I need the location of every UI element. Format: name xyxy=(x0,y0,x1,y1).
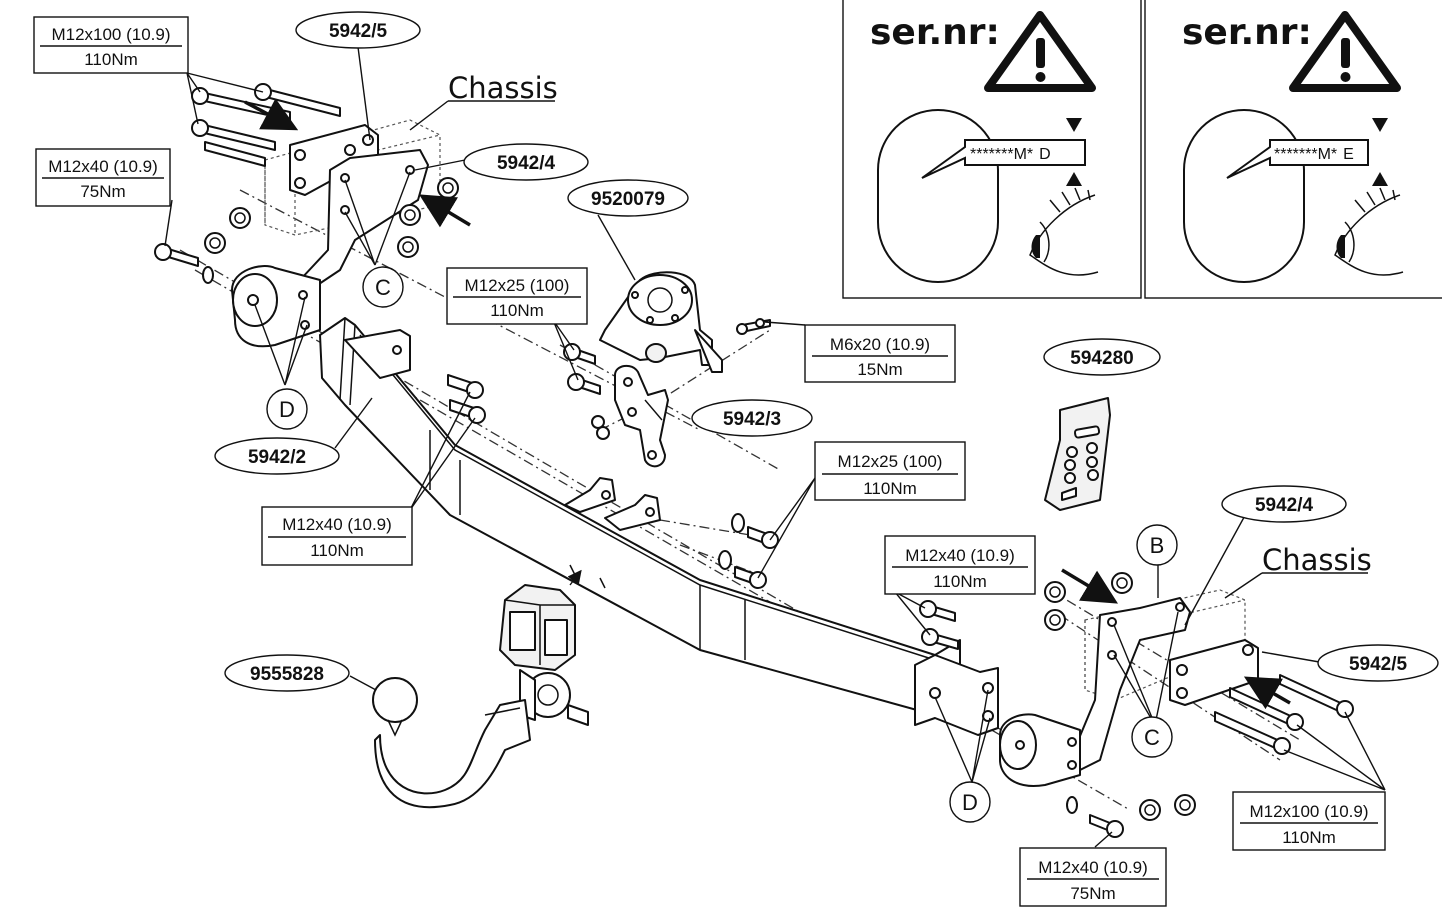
svg-text:110Nm: 110Nm xyxy=(310,541,364,560)
serial-label-left: ser.nr: xyxy=(870,12,1000,53)
electrical-kit-594280 xyxy=(1044,397,1111,511)
svg-text:M12x100 (10.9): M12x100 (10.9) xyxy=(1249,802,1368,821)
callout-text: 594280 xyxy=(1070,348,1133,369)
towball-socket-outline xyxy=(877,109,999,283)
nuts-right xyxy=(1044,572,1196,821)
bracket-5942-4-left xyxy=(299,149,429,291)
callout-text: 5942/2 xyxy=(248,447,306,468)
warning-triangle-icon xyxy=(984,11,1096,92)
nuts-left xyxy=(202,177,459,284)
spec-box-m12x25-lower: M12x25 (100) 110Nm xyxy=(814,441,966,501)
svg-text:M12x25 (100): M12x25 (100) xyxy=(838,452,943,471)
bolt-m6x20 xyxy=(736,318,771,335)
spec-box-m12x25-upper: M12x25 (100) 110Nm xyxy=(446,267,588,325)
svg-text:110Nm: 110Nm xyxy=(863,479,917,498)
svg-text:M12x40 (10.9): M12x40 (10.9) xyxy=(905,546,1015,565)
chassis-label-right: Chassis xyxy=(1262,543,1372,577)
svg-text:D: D xyxy=(279,397,295,422)
callout-text: 9555828 xyxy=(250,664,324,685)
serial-label-right: ser.nr: xyxy=(1182,12,1312,53)
svg-text:110Nm: 110Nm xyxy=(1282,828,1336,847)
callout-text: 9520079 xyxy=(591,189,665,210)
callout-text: 5942/5 xyxy=(329,21,388,42)
callout-5942-3: 5942/3 xyxy=(691,399,813,437)
spacer-block-right xyxy=(999,713,1081,787)
spec-box-m6x20: M6x20 (10.9) 15Nm xyxy=(804,324,956,383)
socket-bracket-9520079 xyxy=(599,271,723,373)
svg-text:C: C xyxy=(375,275,391,300)
svg-text:110Nm: 110Nm xyxy=(490,301,544,320)
marker-d-left: D xyxy=(266,388,308,430)
serial-code-left: *******M*D xyxy=(970,146,1051,163)
callout-594280: 594280 xyxy=(1043,338,1161,376)
bolts-m12x25-lower xyxy=(718,513,779,589)
marker-c-right: C xyxy=(1131,716,1173,758)
serial-code-right: *******M*E xyxy=(1274,146,1354,163)
spec-box-m12x40-bottom: M12x40 (10.9) 75Nm xyxy=(1019,847,1167,907)
spec-box-m12x40-left: M12x40 (10.9) 75Nm xyxy=(35,148,171,207)
svg-text:75Nm: 75Nm xyxy=(80,182,125,201)
svg-text:M12x40 (10.9): M12x40 (10.9) xyxy=(1038,858,1148,877)
towball-9555828 xyxy=(372,569,589,809)
direction-arrow-icon xyxy=(244,98,1291,710)
svg-text:M12x25 (100): M12x25 (100) xyxy=(465,276,570,295)
svg-text:75Nm: 75Nm xyxy=(1070,884,1115,903)
svg-text:M12x100 (10.9): M12x100 (10.9) xyxy=(51,25,170,44)
spec-box-m12x100-left: M12x100 (10.9) 110Nm xyxy=(33,16,189,74)
callout-9555828: 9555828 xyxy=(224,654,350,692)
svg-text:110Nm: 110Nm xyxy=(933,572,987,591)
callout-text: 5942/5 xyxy=(1349,654,1408,675)
callout-text: 5942/4 xyxy=(497,153,556,174)
spec-box-m12x100-right: M12x100 (10.9) 110Nm xyxy=(1232,791,1386,851)
eye-icon xyxy=(1334,187,1404,276)
svg-text:M6x20 (10.9): M6x20 (10.9) xyxy=(830,335,930,354)
callout-5942-5-right: 5942/5 xyxy=(1317,644,1439,682)
leader-lines xyxy=(164,46,1386,848)
marker-c-left: C xyxy=(362,266,404,308)
svg-text:110Nm: 110Nm xyxy=(84,50,138,69)
svg-text:15Nm: 15Nm xyxy=(857,360,902,379)
svg-text:C: C xyxy=(1144,725,1160,750)
bolts-m12x40-right xyxy=(919,600,1124,838)
bolts-m12x25-upper xyxy=(563,343,610,440)
callout-5942-2: 5942/2 xyxy=(214,437,340,475)
spacer-block-left xyxy=(231,265,321,348)
svg-text:M12x40 (10.9): M12x40 (10.9) xyxy=(48,157,158,176)
towball-socket-outline xyxy=(1183,109,1305,283)
svg-text:B: B xyxy=(1150,533,1165,558)
bolts-m12x40-center xyxy=(447,374,486,424)
spec-box-m12x40-center: M12x40 (10.9) 110Nm xyxy=(261,506,413,566)
bracket-5942-3 xyxy=(614,364,669,468)
svg-text:D: D xyxy=(962,790,978,815)
serial-panel-left: ser.nr: *******M*D xyxy=(842,0,1142,299)
bolt-m12x40-left xyxy=(154,243,199,267)
bolts-m12x100-left xyxy=(191,83,341,167)
spec-box-m12x40-right: M12x40 (10.9) 110Nm xyxy=(884,535,1036,595)
callout-text: 5942/3 xyxy=(723,409,781,430)
callout-5942-4-left: 5942/4 xyxy=(463,143,589,181)
callout-text: 5942/4 xyxy=(1255,495,1314,516)
chassis-label-left: Chassis xyxy=(448,71,558,105)
crossbar-5942-2 xyxy=(319,317,999,736)
svg-text:M12x40 (10.9): M12x40 (10.9) xyxy=(282,515,392,534)
callout-5942-5-left: 5942/5 xyxy=(295,11,421,49)
bracket-5942-5-right xyxy=(1169,639,1259,706)
eye-icon xyxy=(1029,187,1099,276)
serial-panel-right: ser.nr: *******M*E xyxy=(1144,0,1442,299)
callout-9520079: 9520079 xyxy=(567,179,689,217)
callout-5942-4-right: 5942/4 xyxy=(1221,485,1347,523)
marker-b-right: B xyxy=(1136,524,1178,566)
marker-d-right: D xyxy=(949,781,991,823)
warning-triangle-icon xyxy=(1289,11,1401,92)
